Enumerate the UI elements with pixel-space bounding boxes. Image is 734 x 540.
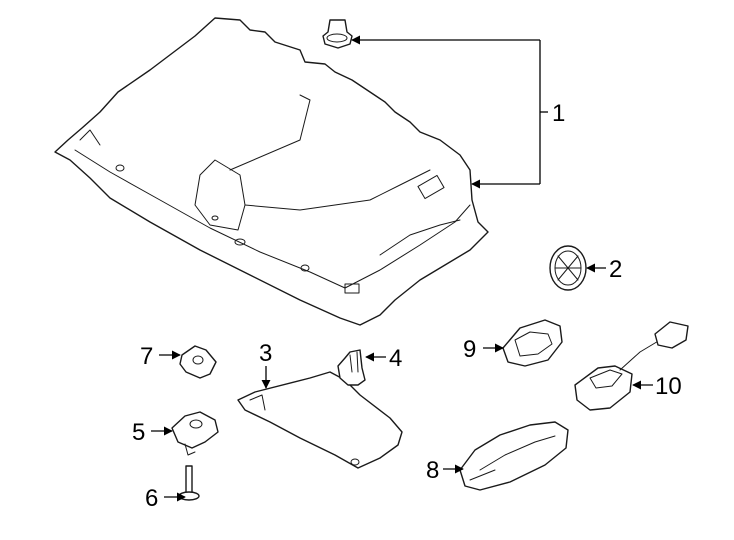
callout-8: 8 — [426, 457, 464, 484]
callout-5-label: 5 — [132, 419, 145, 446]
callout-9-label: 9 — [463, 336, 476, 363]
callout-3-label: 3 — [259, 340, 272, 367]
callout-1-label: 1 — [552, 100, 565, 127]
callout-4-label: 4 — [389, 345, 402, 372]
callout-5: 5 — [132, 419, 173, 446]
headliner-part[interactable] — [54, 17, 489, 326]
headliner-clip-part[interactable] — [322, 19, 353, 49]
visor-mount-part[interactable] — [171, 411, 219, 456]
callout-6: 6 — [145, 485, 186, 512]
small-bracket-part[interactable] — [179, 345, 217, 379]
callout-7: 7 — [140, 343, 181, 370]
callout-4: 4 — [365, 345, 402, 372]
callout-10: 10 — [632, 373, 682, 400]
overhead-console-part[interactable] — [459, 421, 569, 491]
control-module-part[interactable] — [574, 321, 689, 411]
callout-1: 1 — [351, 35, 565, 189]
callout-10-label: 10 — [655, 373, 682, 400]
callout-3: 3 — [259, 340, 272, 389]
screw-part[interactable] — [178, 465, 200, 501]
callout-2: 2 — [586, 256, 622, 283]
dome-lamp-part[interactable] — [502, 319, 563, 367]
sun-visor-part[interactable] — [237, 371, 403, 469]
callout-7-label: 7 — [140, 343, 153, 370]
round-plug-part[interactable] — [549, 245, 587, 291]
callout-8-label: 8 — [426, 457, 439, 484]
callout-9: 9 — [463, 336, 504, 363]
callout-6-label: 6 — [145, 485, 158, 512]
callout-2-label: 2 — [609, 256, 622, 283]
visor-clip-part[interactable] — [337, 349, 366, 386]
